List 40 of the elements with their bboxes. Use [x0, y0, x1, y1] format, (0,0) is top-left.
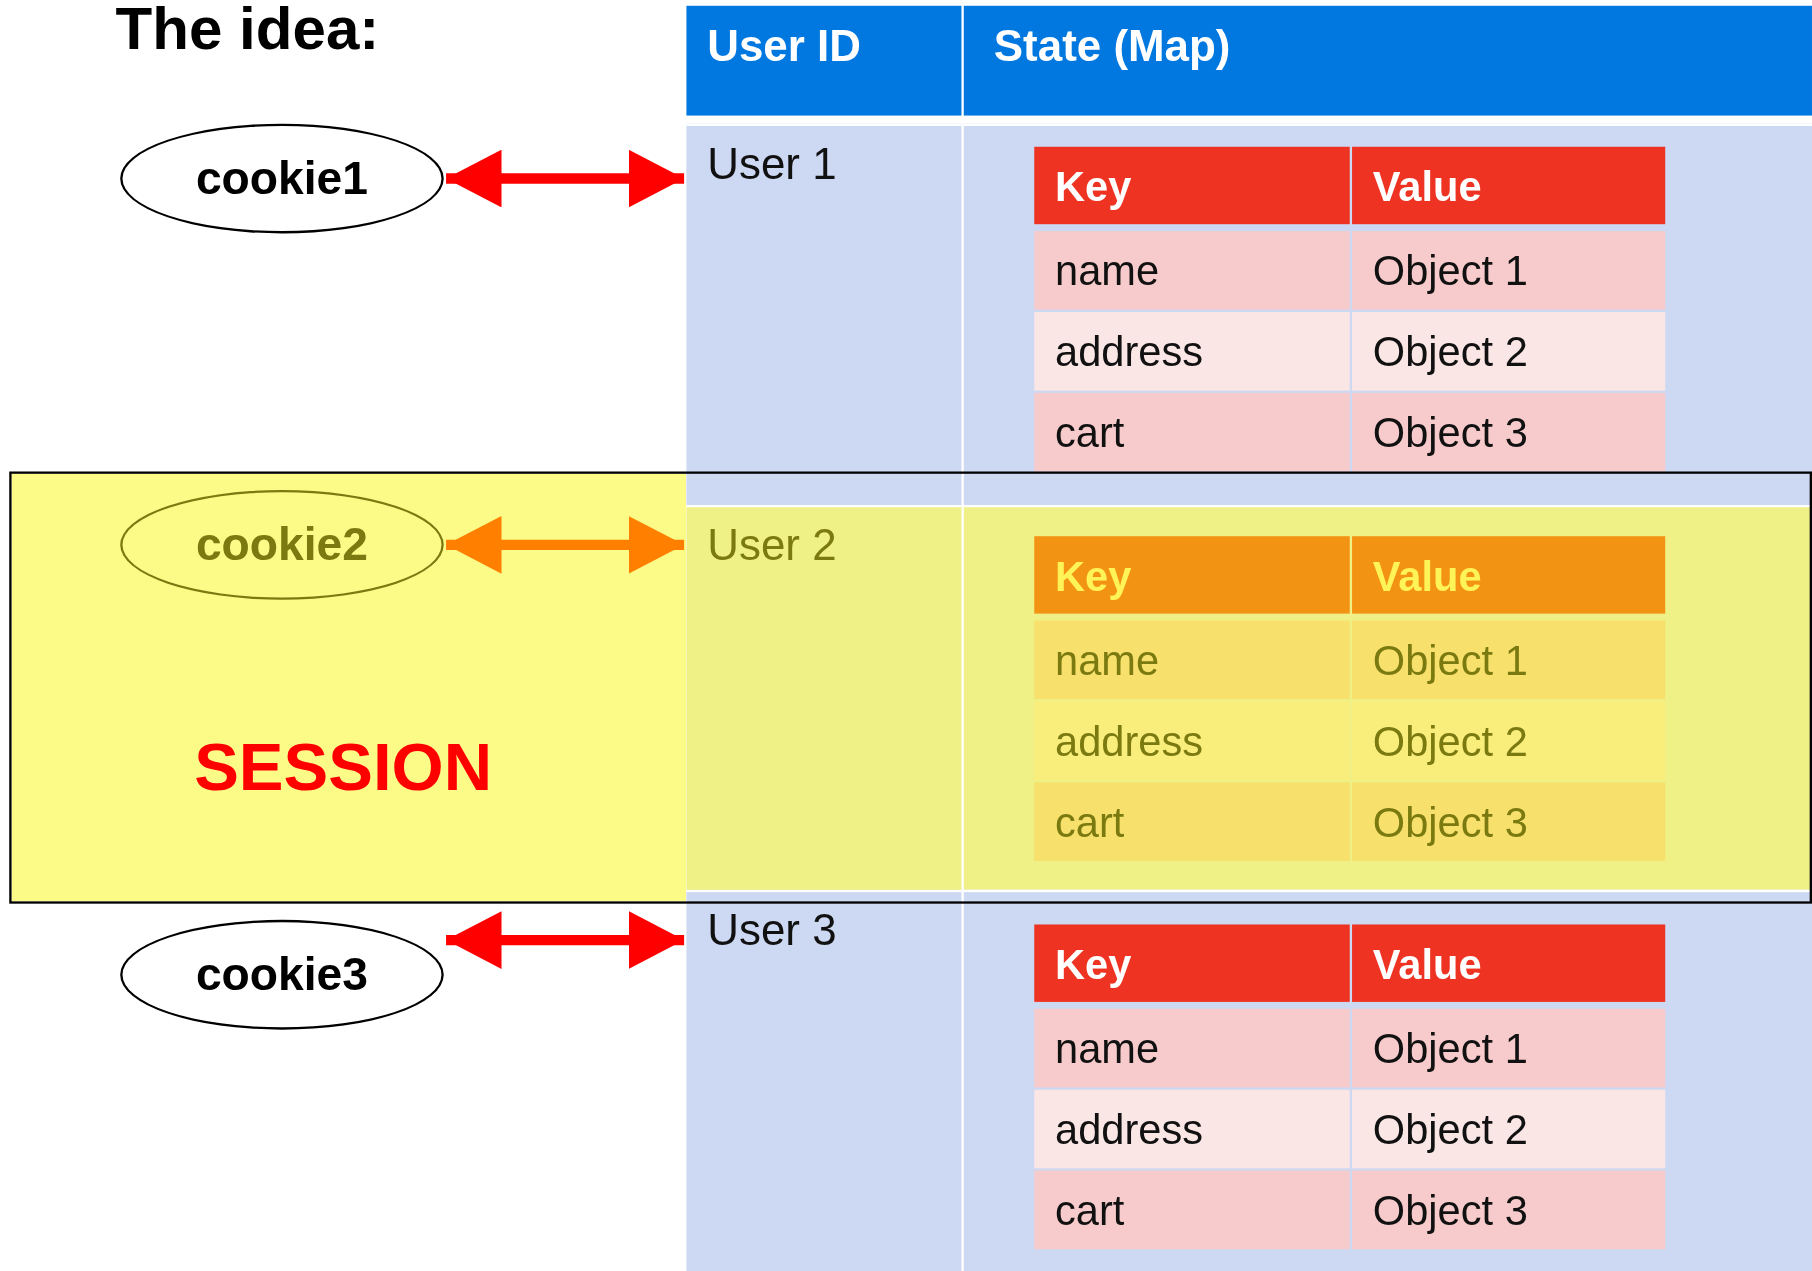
table-header-cell: State (Map) [963, 5, 1812, 116]
table-cell: address [1034, 1089, 1350, 1169]
table-header-cell: Value [1352, 924, 1666, 1002]
user-label: User 3 [707, 906, 837, 955]
user-cell [686, 505, 962, 890]
table-header-cell: Value [1352, 146, 1666, 225]
table-cell: Object 3 [1352, 392, 1666, 472]
title: The idea: [115, 0, 380, 63]
table-cell: address [1034, 312, 1350, 391]
user-cell [686, 889, 962, 1271]
table-header-cell: Key [1034, 924, 1350, 1002]
table-header-cell: User ID [686, 5, 962, 116]
cookie-label: cookie2 [195, 518, 369, 571]
table-cell: Object 2 [1352, 312, 1666, 391]
double-arrow [446, 149, 685, 208]
table-cell: Object 1 [1352, 231, 1666, 310]
table-cell: cart [1034, 392, 1350, 472]
double-arrow [446, 911, 685, 969]
double-arrow [446, 516, 685, 574]
table-cell: Object 1 [1352, 1008, 1666, 1088]
cookie-label: cookie1 [195, 152, 369, 205]
table-cell: Object 2 [1352, 1089, 1666, 1169]
table-header-cell: Key [1034, 146, 1350, 225]
table-header-cell: Key [1034, 536, 1350, 614]
table-cell: name [1034, 231, 1350, 310]
table-cell: Object 3 [1352, 782, 1666, 861]
table-cell: address [1034, 701, 1350, 781]
table-header-cell: Value [1352, 536, 1666, 614]
table-cell: Object 3 [1352, 1170, 1666, 1250]
table-cell: Object 2 [1352, 701, 1666, 781]
user-label: User 2 [707, 521, 837, 570]
cookie-label: cookie3 [195, 948, 369, 1001]
user-cell [686, 123, 962, 505]
table-cell: cart [1034, 1170, 1350, 1250]
user-label: User 1 [707, 139, 837, 189]
table-cell: name [1034, 620, 1350, 700]
table-cell: name [1034, 1008, 1350, 1088]
table-cell: Object 1 [1352, 620, 1666, 700]
table-cell: cart [1034, 782, 1350, 861]
session-label: SESSION [194, 728, 493, 806]
